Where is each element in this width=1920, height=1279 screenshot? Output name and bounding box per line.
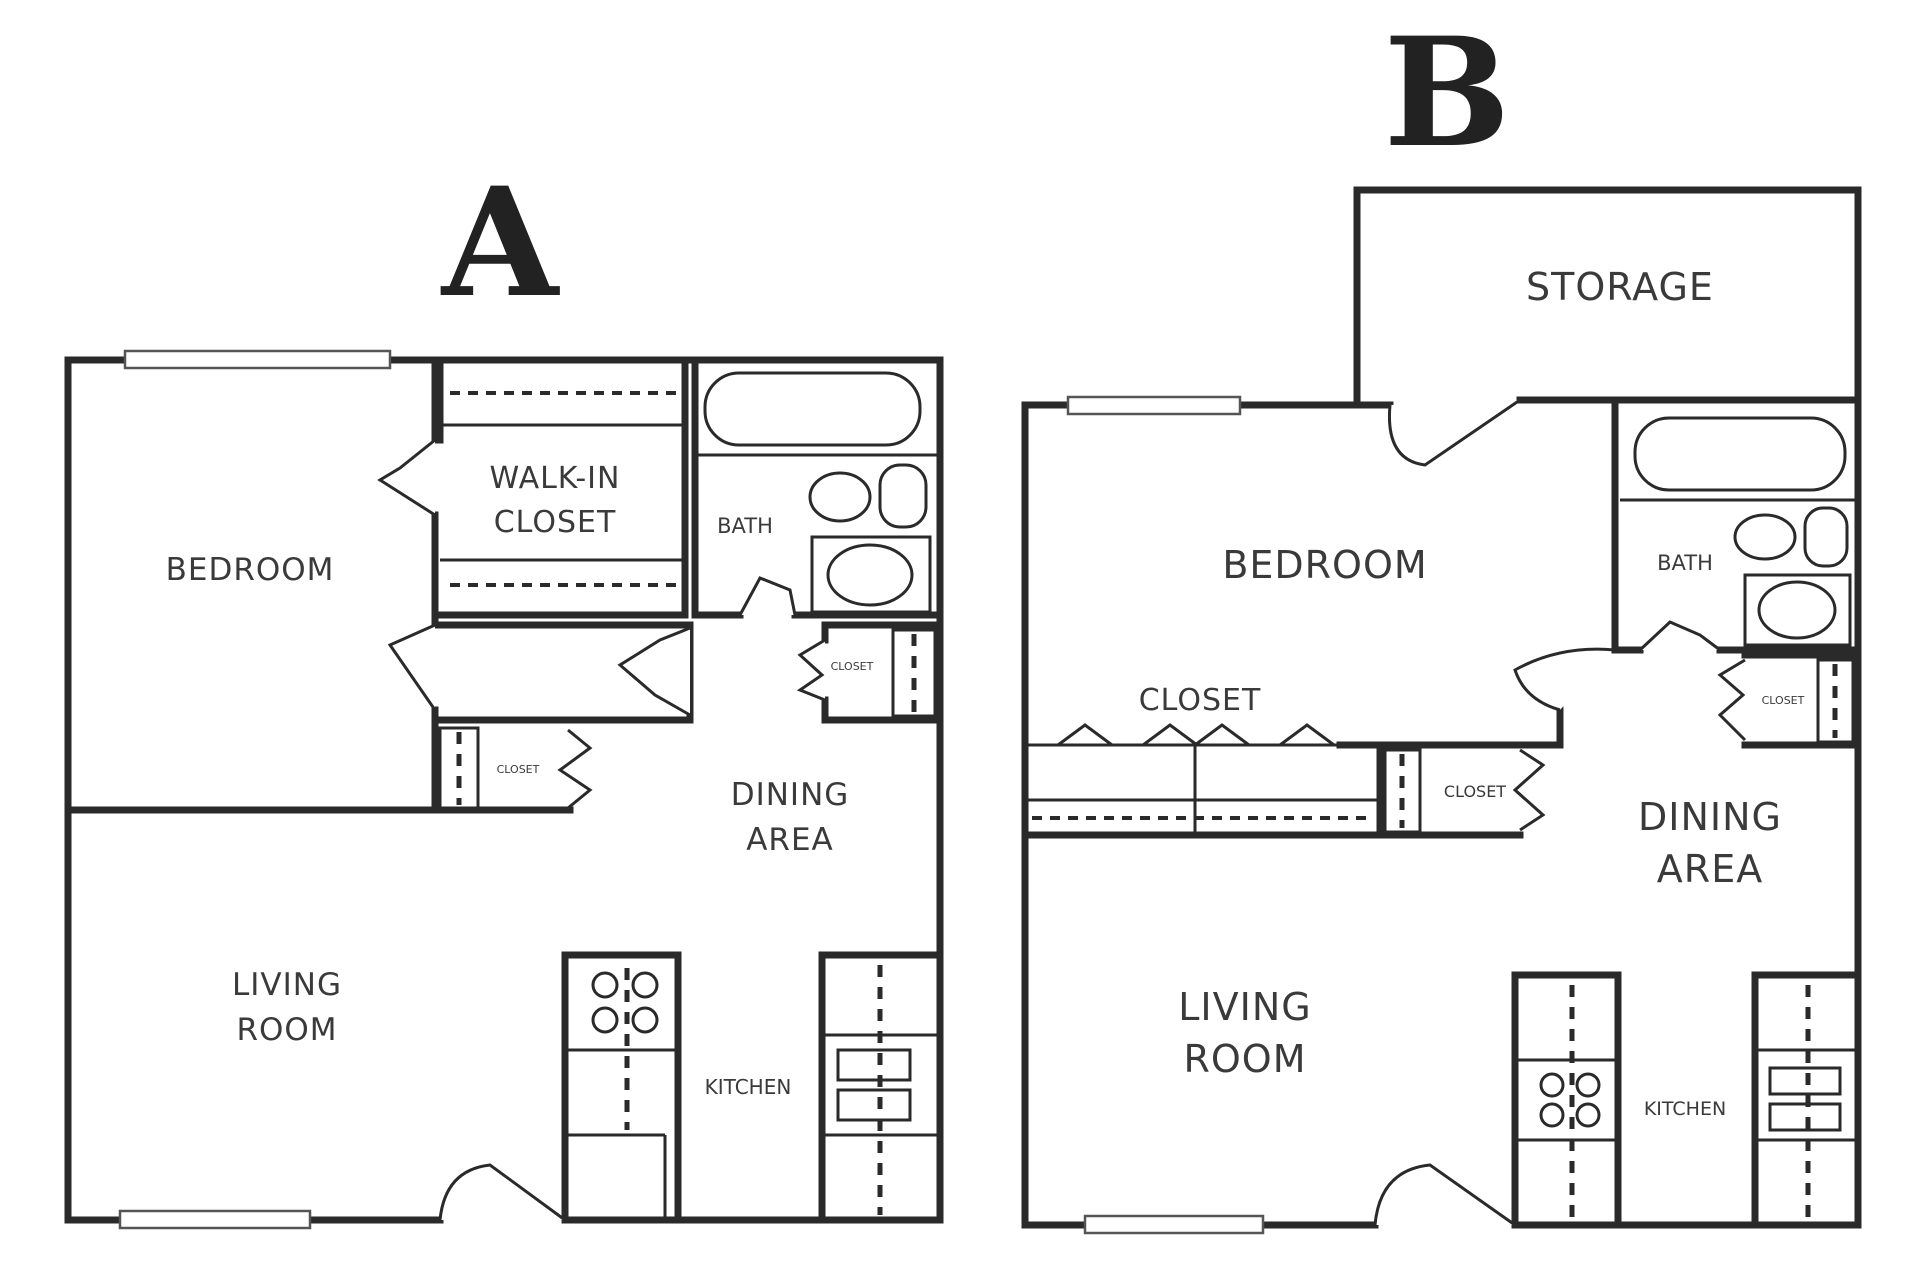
plan-a-toilet-bowl (808, 471, 872, 523)
plan-b-burner (1575, 1072, 1601, 1098)
plan-b-dining-label-line1: DINING (1638, 795, 1782, 839)
plan-a-walkin-door[interactable] (377, 438, 436, 517)
plan-b-entry-door[interactable] (1373, 1163, 1516, 1227)
plan-a-dining-label-line1: DINING (731, 777, 850, 813)
plan-b: B (1021, 5, 1862, 1235)
plan-b-storage-label: STORAGE (1526, 265, 1714, 309)
plan-b-toilet-bowl (1733, 513, 1797, 561)
plan-b-burner (1539, 1102, 1565, 1128)
plan-b-bath-door[interactable] (1638, 620, 1721, 652)
plan-a-sink-bowl (836, 1048, 912, 1082)
plan-b-letter: B (1384, 5, 1511, 181)
plan-a-bath-label: BATH (717, 514, 773, 538)
plan-b-living-window (1083, 1214, 1265, 1235)
plan-a-bathtub (703, 371, 922, 447)
plan-a-closet-door[interactable] (557, 728, 593, 810)
plan-a-bedroom-closet-shelf (438, 726, 480, 810)
plan-b-small-closet-label: CLOSET (1444, 782, 1506, 801)
plan-a-kitchen-counter-left (561, 951, 682, 1224)
plan-a-walkin-label-line2: CLOSET (494, 505, 617, 540)
plan-a-bedroom-closet-label: CLOSET (497, 763, 540, 776)
plan-b-bifold-door[interactable] (1279, 723, 1335, 747)
plan-a-burner (591, 1006, 619, 1034)
plan-a-bedroom-door[interactable] (387, 623, 437, 711)
plan-a-burner (631, 1006, 659, 1034)
plan-a-dining-label-line2: AREA (746, 822, 834, 858)
plan-b-kitchen-counter-left (1511, 971, 1622, 1229)
plan-a-hall-closet-label: CLOSET (831, 660, 874, 673)
plan-a-living-label-line2: ROOM (236, 1012, 337, 1048)
plan-b-hall-closet-door[interactable] (1717, 658, 1747, 742)
plan-a-toilet-tank (878, 463, 928, 529)
plan-b-bifold-door[interactable] (1142, 723, 1198, 747)
plan-a-hall-door[interactable] (617, 626, 691, 717)
plan-b-sink-bowl (1768, 1066, 1842, 1096)
plan-a-sink-bowl (836, 1088, 912, 1122)
plan-b-bedroom-label: BEDROOM (1222, 543, 1427, 587)
plan-b-dining-label-line2: AREA (1657, 847, 1763, 891)
plan-b-bifold-door[interactable] (1194, 723, 1250, 747)
plan-a-kitchen-counter-right (818, 951, 944, 1224)
plan-b-sink (1757, 580, 1837, 640)
plan-a-burner (631, 971, 659, 999)
plan-b-burner (1539, 1072, 1565, 1098)
plan-b-kitchen-label: KITCHEN (1644, 1098, 1726, 1120)
plan-a-living-label-line1: LIVING (232, 967, 342, 1003)
plan-b-small-closet-door[interactable] (1512, 748, 1546, 832)
plan-a-kitchen-label: KITCHEN (705, 1075, 792, 1099)
plan-a-bedroom-window (123, 349, 392, 370)
plan-b-toilet-tank (1803, 506, 1849, 568)
plan-b-burner (1575, 1102, 1601, 1128)
plan-b-living-label-line1: LIVING (1178, 985, 1311, 1029)
plan-a-walkin-label-line1: WALK-IN (490, 461, 621, 496)
plan-b-bedroom-closet-label: CLOSET (1139, 683, 1262, 718)
plan-b-bedroom-door[interactable] (1513, 647, 1616, 712)
plan-a-entry-door[interactable] (438, 1163, 566, 1222)
plan-a-bath-door[interactable] (738, 576, 797, 616)
plan-b-bath-label: BATH (1657, 551, 1713, 575)
plan-b-living-label-line2: ROOM (1183, 1037, 1306, 1081)
plan-a-sink (826, 543, 914, 607)
plan-a-letter: A (440, 155, 561, 331)
plan-a-hall-closet-door[interactable] (796, 638, 826, 702)
plan-b-hall-closet-label: CLOSET (1762, 694, 1805, 707)
plan-b-storage-walls (1353, 186, 1862, 409)
plan-b-bedroom-window (1066, 395, 1242, 416)
plan-a-bedroom-label: BEDROOM (166, 552, 335, 588)
plan-b-sink-bowl (1768, 1102, 1842, 1132)
plan-b-storage-door[interactable] (1387, 398, 1521, 467)
plan-b-bifold-door[interactable] (1057, 723, 1113, 747)
plan-b-bathtub (1633, 416, 1847, 492)
plan-b-kitchen-counter-right (1751, 971, 1862, 1229)
plan-a: A (64, 155, 944, 1230)
plan-a-living-window (118, 1209, 312, 1230)
plan-a-burner (591, 971, 619, 999)
